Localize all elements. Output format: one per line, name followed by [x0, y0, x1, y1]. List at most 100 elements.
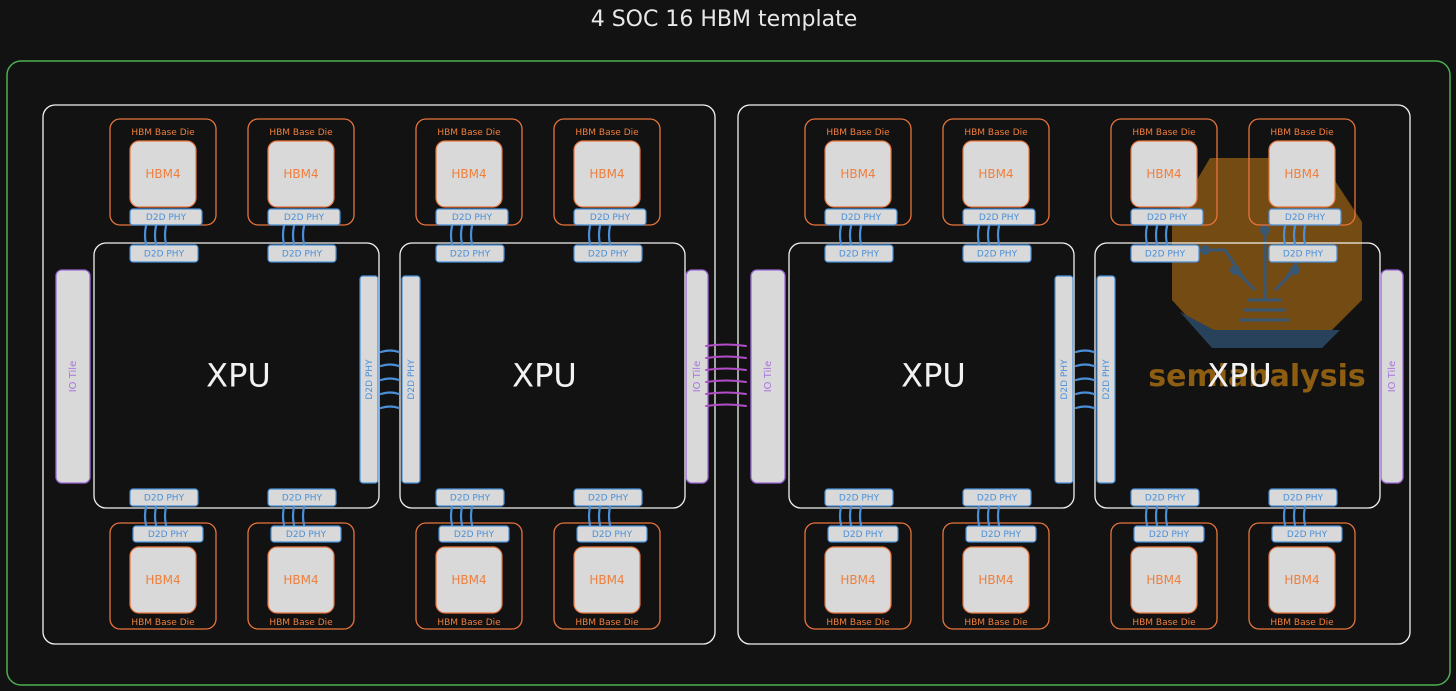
connection-wire: [848, 224, 853, 246]
connection-wire: [976, 505, 981, 527]
d2d-phy-label: D2D PHY: [977, 250, 1018, 260]
hbm-base-die-label: HBM Base Die: [575, 128, 639, 138]
connection-wire: [986, 224, 991, 246]
connection-wire: [143, 505, 148, 527]
connection-wire: [705, 343, 747, 347]
connection-wire: [705, 367, 747, 371]
connection-wire: [281, 505, 286, 527]
hbm-base-die: [1248, 522, 1356, 630]
connection-wire: [291, 505, 296, 527]
io-tile-label: IO Tile: [763, 361, 774, 393]
d2d-phy-label: D2D PHY: [1283, 494, 1324, 504]
hbm4-die: [435, 546, 503, 614]
connection-wire: [607, 505, 612, 527]
d2d-phy: [573, 488, 643, 507]
d2d-phy: [1096, 275, 1116, 484]
connection-wire: [986, 505, 991, 527]
hbm4-die: [573, 140, 641, 208]
hbm-base-die-label: HBM Base Die: [964, 618, 1028, 628]
d2d-phy-label: D2D PHY: [452, 213, 493, 223]
d2d-phy-label: D2D PHY: [1149, 530, 1190, 540]
d2d-phy: [129, 488, 199, 507]
d2d-phy: [1268, 488, 1338, 507]
d2d-phy-label: D2D PHY: [1145, 250, 1186, 260]
hbm4-label: HBM4: [978, 573, 1013, 587]
connection-wire: [459, 224, 464, 246]
watermark-text: semianalysis: [1148, 359, 1365, 394]
hbm4-die: [1268, 546, 1336, 614]
d2d-phy-label: D2D PHY: [450, 494, 491, 504]
connection-wire: [301, 505, 306, 527]
connection-wire: [1282, 224, 1287, 246]
connection-wire: [607, 224, 612, 246]
connection-wire: [587, 505, 592, 527]
d2d-phy-label: D2D PHY: [450, 250, 491, 260]
connection-wire: [1154, 505, 1159, 527]
hbm-base-die-label: HBM Base Die: [575, 618, 639, 628]
hbm4-die: [129, 546, 197, 614]
connection-wire: [469, 505, 474, 527]
d2d-phy-label: D2D PHY: [1145, 494, 1186, 504]
hbm4-die: [573, 546, 641, 614]
d2d-phy-label: D2D PHY: [148, 530, 189, 540]
hbm4-die: [962, 140, 1030, 208]
connection-wire: [153, 224, 158, 246]
d2d-phy-label: D2D PHY: [1147, 213, 1188, 223]
hbm4-label: HBM4: [1146, 573, 1181, 587]
package: [737, 104, 1411, 645]
d2d-phy: [1054, 275, 1074, 484]
connection-wire: [1164, 505, 1169, 527]
d2d-phy-label: D2D PHY: [284, 213, 325, 223]
xpu-label: XPU: [1207, 357, 1272, 395]
connection-wire: [838, 224, 843, 246]
hbm4-die: [1130, 140, 1198, 208]
d2d-phy: [824, 244, 894, 263]
hbm-base-die: [415, 522, 523, 630]
connection-wire: [1282, 505, 1287, 527]
hbm-base-die: [942, 522, 1050, 630]
d2d-phy-label: D2D PHY: [1285, 213, 1326, 223]
hbm4-label: HBM4: [840, 167, 875, 181]
connection-wire: [163, 505, 168, 527]
connection-wire: [858, 224, 863, 246]
d2d-phy-label: D2D PHY: [592, 530, 633, 540]
d2d-phy: [1130, 488, 1200, 507]
d2d-phy: [438, 525, 510, 543]
connection-wire: [996, 505, 1001, 527]
connection-wire: [1074, 391, 1096, 396]
d2d-phy: [573, 244, 643, 263]
hbm4-die: [824, 140, 892, 208]
d2d-phy-label: D2D PHY: [841, 213, 882, 223]
hbm4-die: [129, 140, 197, 208]
io-tile: [55, 269, 91, 484]
d2d-phy-label: D2D PHY: [282, 494, 323, 504]
d2d-phy: [267, 244, 337, 263]
io-tile-label: IO Tile: [68, 361, 79, 393]
d2d-phy-label: D2D PHY: [839, 250, 880, 260]
connection-wire: [281, 224, 286, 246]
hbm4-die: [1268, 140, 1336, 208]
d2d-phy: [267, 488, 337, 507]
hbm-base-die-label: HBM Base Die: [826, 128, 890, 138]
d2d-phy: [1130, 244, 1200, 263]
hbm4-die: [435, 140, 503, 208]
hbm-base-die-label: HBM Base Die: [131, 618, 195, 628]
hbm4-label: HBM4: [145, 573, 180, 587]
d2d-phy-label: D2D PHY: [365, 359, 375, 400]
hbm-base-die-label: HBM Base Die: [437, 128, 501, 138]
d2d-phy: [129, 244, 199, 263]
hbm4-label: HBM4: [840, 573, 875, 587]
d2d-phy: [270, 525, 342, 543]
hbm-base-die-label: HBM Base Die: [964, 128, 1028, 138]
package: [42, 104, 716, 645]
hbm-base-die: [247, 522, 355, 630]
hbm-base-die: [804, 522, 912, 630]
hbm-base-die-label: HBM Base Die: [1132, 128, 1196, 138]
hbm4-label: HBM4: [1146, 167, 1181, 181]
d2d-phy: [1133, 525, 1205, 543]
connection-wire: [1154, 224, 1159, 246]
hbm-base-die-label: HBM Base Die: [1132, 618, 1196, 628]
connection-wire: [587, 224, 592, 246]
hbm4-label: HBM4: [451, 167, 486, 181]
